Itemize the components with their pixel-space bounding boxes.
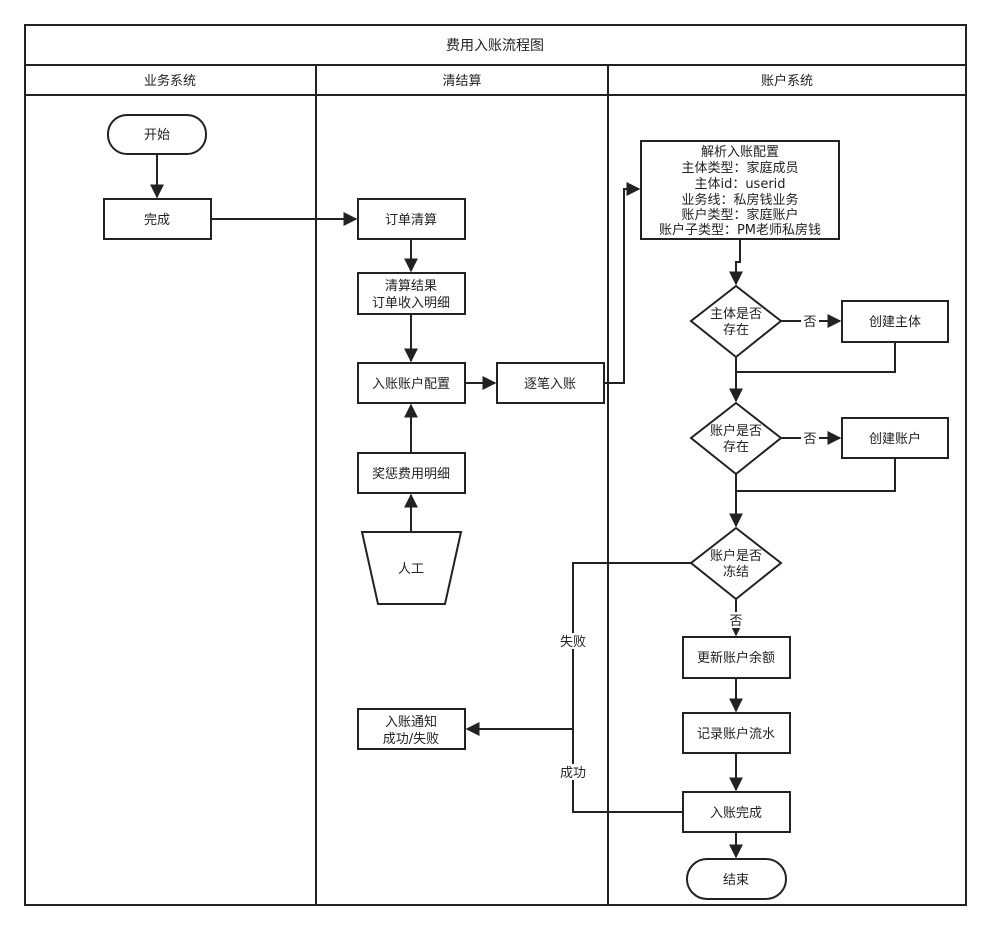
node-notify: 入账通知 成功/失败 xyxy=(357,708,466,750)
lane-header-clearing: 清结算 xyxy=(442,74,481,89)
node-parse-config-line2: 主体类型：家庭成员 xyxy=(681,160,798,176)
node-subject-exists: 主体是否 存在 xyxy=(689,284,783,359)
node-complete: 完成 xyxy=(103,198,212,240)
node-posting-done-label: 入账完成 xyxy=(710,806,762,821)
node-clearing-result-line1: 清算结果 xyxy=(385,279,437,294)
edge-itemized-to-parse-config xyxy=(604,182,641,384)
node-clearing-result: 清算结果 订单收入明细 xyxy=(357,272,466,315)
node-reward-penalty: 奖惩费用明细 xyxy=(357,452,466,494)
node-account-exists-line2: 存在 xyxy=(723,440,749,455)
node-start-label: 开始 xyxy=(144,128,170,143)
diagram-title: 费用入账流程图 xyxy=(446,38,544,54)
node-subject-exists-line1: 主体是否 xyxy=(710,307,762,322)
node-parse-config-line3: 主体id：userid xyxy=(694,177,785,192)
node-subject-exists-line2: 存在 xyxy=(723,323,749,338)
node-start: 开始 xyxy=(107,114,207,155)
node-manual: 人工 xyxy=(360,531,463,605)
node-notify-line1: 入账通知 xyxy=(385,714,437,730)
node-create-subject-label: 创建主体 xyxy=(869,315,921,330)
edge-label-success: 成功 xyxy=(560,766,586,781)
edge-label-account-no: 否 xyxy=(803,432,816,447)
node-account-frozen-line2: 冻结 xyxy=(723,564,749,580)
node-clearing-result-line2: 订单收入明细 xyxy=(372,296,450,311)
node-account-exists-line1: 账户是否 xyxy=(710,423,762,439)
node-parse-config-line5: 账户类型：家庭账户 xyxy=(681,207,798,223)
edge-create-subject-return xyxy=(736,342,896,373)
node-account-config-label: 入账账户配置 xyxy=(372,376,450,392)
node-account-frozen-line1: 账户是否 xyxy=(710,548,762,564)
node-record-flow-label: 记录账户流水 xyxy=(697,726,775,742)
node-end: 结束 xyxy=(686,858,787,900)
node-update-balance: 更新账户余额 xyxy=(682,636,791,679)
node-notify-line2: 成功/失败 xyxy=(383,732,439,747)
node-order-clearing: 订单清算 xyxy=(357,198,466,240)
node-manual-label: 人工 xyxy=(398,562,424,577)
node-account-config: 入账账户配置 xyxy=(357,362,466,404)
node-create-subject: 创建主体 xyxy=(841,300,949,343)
node-complete-label: 完成 xyxy=(144,213,170,228)
node-update-balance-label: 更新账户余额 xyxy=(697,650,775,666)
edge-create-account-return xyxy=(736,458,896,492)
node-account-frozen: 账户是否 冻结 xyxy=(689,526,783,601)
node-itemized: 逐笔入账 xyxy=(496,362,605,404)
edge-label-fail: 失败 xyxy=(560,635,586,650)
node-record-flow: 记录账户流水 xyxy=(682,712,791,754)
node-create-account-label: 创建账户 xyxy=(869,431,921,447)
node-reward-penalty-label: 奖惩费用明细 xyxy=(372,467,450,482)
node-posting-done: 入账完成 xyxy=(682,791,791,833)
edge-done-success-to-notify xyxy=(572,729,683,813)
node-parse-config: 解析入账配置 主体类型：家庭成员 主体id：userid 业务线：私房钱业务 账… xyxy=(640,140,840,240)
edge-label-frozen-no: 否 xyxy=(729,614,742,629)
edge-parse-config-to-subject-exists xyxy=(729,239,743,286)
lane-header-business: 业务系统 xyxy=(144,73,196,89)
node-parse-config-line1: 解析入账配置 xyxy=(701,145,779,160)
node-parse-config-line4: 业务线：私房钱业务 xyxy=(681,192,798,208)
node-create-account: 创建账户 xyxy=(841,417,949,459)
edge-label-subject-no: 否 xyxy=(803,315,816,330)
node-parse-config-line6: 账户子类型：PM老师私房钱 xyxy=(659,222,821,238)
node-order-clearing-label: 订单清算 xyxy=(385,213,437,228)
node-itemized-label: 逐笔入账 xyxy=(524,376,576,392)
node-end-label: 结束 xyxy=(723,873,749,888)
lane-header-account: 账户系统 xyxy=(761,73,813,89)
